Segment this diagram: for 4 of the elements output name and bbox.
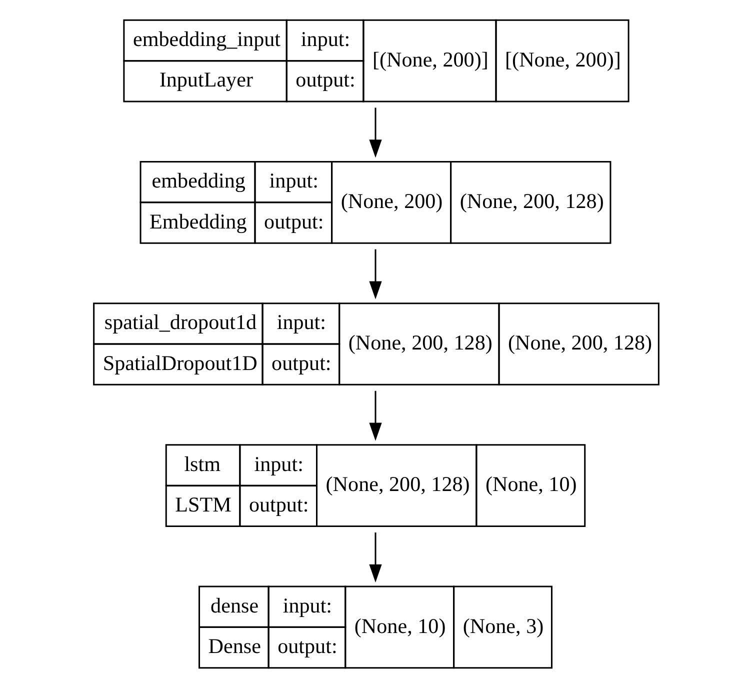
arrow	[368, 249, 382, 300]
arrow	[368, 532, 382, 582]
arrow	[368, 108, 382, 158]
arrow	[368, 390, 382, 441]
